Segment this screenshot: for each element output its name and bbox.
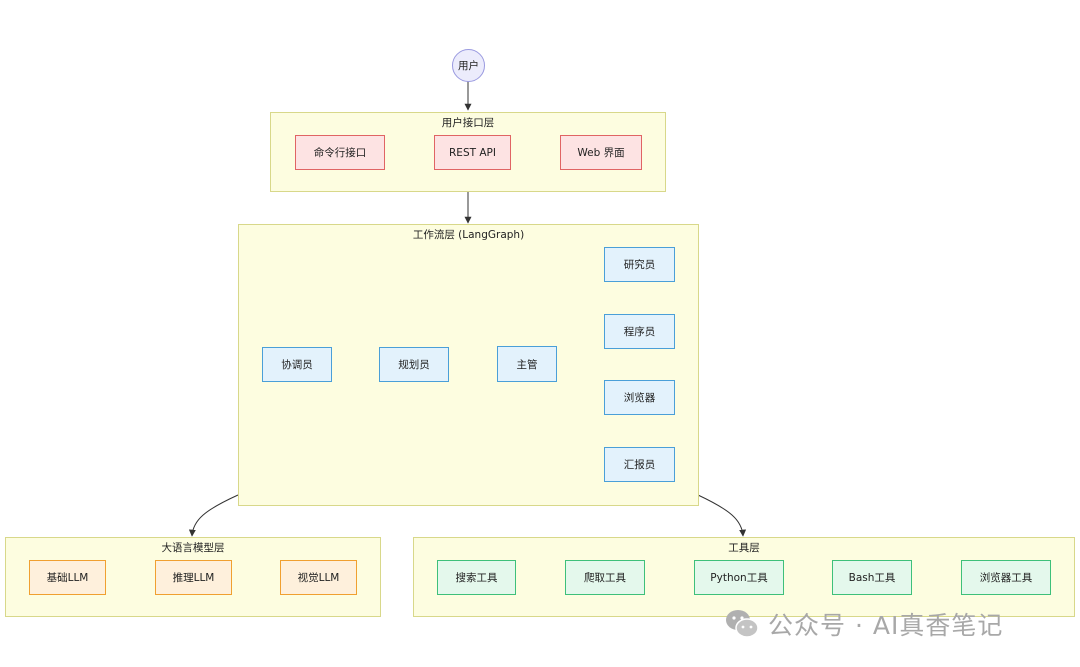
basic-llm-node: 基础LLM: [29, 560, 106, 595]
vision-llm-label: 视觉LLM: [297, 572, 340, 584]
browser-tool-node: 浏览器工具: [961, 560, 1051, 595]
tools-layer-title: 工具层: [728, 542, 760, 554]
workflow-layer-title: 工作流层 (LangGraph): [412, 229, 525, 241]
rest-api-node: REST API: [434, 135, 511, 170]
bash-tool-node: Bash工具: [832, 560, 912, 595]
watermark: 公众号 · AI真香笔记: [724, 604, 1003, 644]
watermark-text: 公众号 · AI真香笔记: [768, 611, 1004, 640]
supervisor-node: 主管: [497, 346, 557, 382]
coordinator-label: 协调员: [281, 359, 313, 371]
web-ui-label: Web 界面: [577, 147, 625, 159]
wechat-icon: [726, 610, 759, 638]
basic-llm-label: 基础LLM: [46, 572, 89, 584]
user-node: 用户: [452, 49, 485, 82]
researcher-label: 研究员: [623, 259, 656, 271]
coordinator-node: 协调员: [262, 347, 332, 382]
reporter-node: 汇报员: [604, 447, 675, 482]
rest-api-label: REST API: [449, 146, 496, 159]
cli-node: 命令行接口: [295, 135, 385, 170]
researcher-node: 研究员: [604, 247, 675, 282]
crawl-tool-node: 爬取工具: [565, 560, 645, 595]
bash-tool-label: Bash工具: [848, 572, 896, 584]
user-label: 用户: [458, 60, 479, 72]
browser-node: 浏览器: [604, 380, 675, 415]
edge-workflow-to-tools-layer: [697, 494, 747, 537]
reasoning-llm-node: 推理LLM: [155, 560, 232, 595]
web-ui-node: Web 界面: [560, 135, 642, 170]
vision-llm-node: 视觉LLM: [280, 560, 357, 595]
python-tool-node: Python工具: [694, 560, 784, 595]
cli-label: 命令行接口: [313, 147, 367, 159]
browser-label: 浏览器: [623, 392, 656, 404]
crawl-tool-label: 爬取工具: [584, 572, 626, 584]
llm-layer-title: 大语言模型层: [161, 542, 225, 554]
python-tool-label: Python工具: [710, 572, 768, 584]
reasoning-llm-label: 推理LLM: [172, 572, 215, 584]
coder-label: 程序员: [623, 326, 656, 338]
browser-tool-label: 浏览器工具: [979, 572, 1033, 584]
coder-node: 程序员: [604, 314, 675, 349]
planner-node: 规划员: [379, 347, 449, 382]
planner-label: 规划员: [398, 359, 430, 371]
search-tool-node: 搜索工具: [437, 560, 516, 595]
ui-layer-title: 用户接口层: [441, 117, 495, 129]
reporter-label: 汇报员: [623, 459, 656, 471]
search-tool-label: 搜索工具: [455, 572, 498, 584]
edge-workflow-to-llm-layer: [188, 494, 239, 537]
supervisor-label: 主管: [516, 358, 538, 371]
